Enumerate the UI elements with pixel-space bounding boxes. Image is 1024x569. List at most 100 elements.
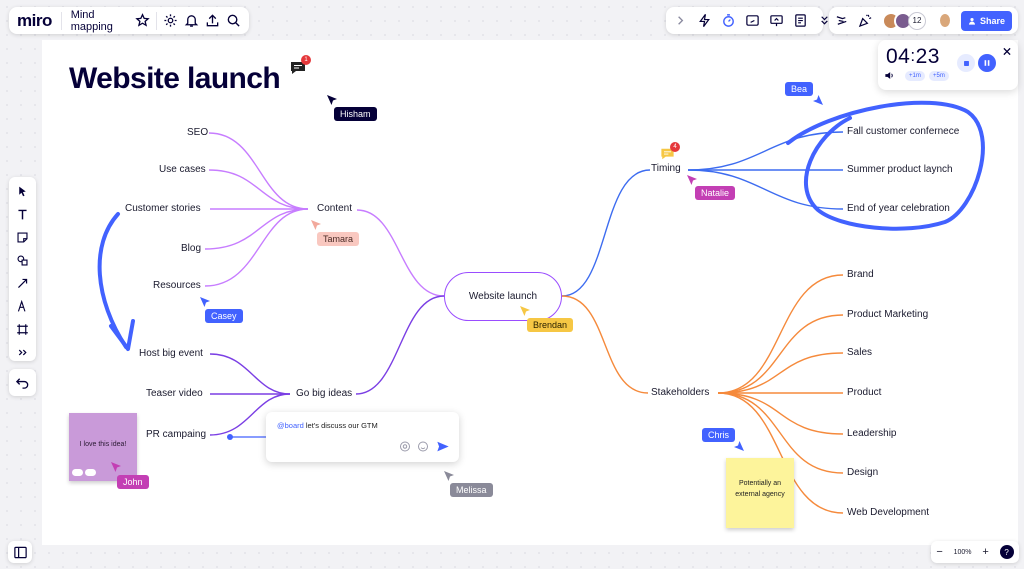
video-icon[interactable] (745, 13, 760, 29)
emoji-icon[interactable] (417, 440, 429, 452)
add-five-minutes-button[interactable]: +5m (929, 71, 949, 81)
add-one-minute-button[interactable]: +1m (905, 71, 925, 81)
reaction-icon[interactable] (85, 469, 96, 476)
sticky-note-text: Potentially an external agency (735, 480, 785, 498)
collaborator-avatars[interactable]: 12 (882, 11, 926, 30)
text-tool-icon[interactable] (15, 206, 31, 222)
cursor-label-john: John (117, 475, 149, 489)
select-cursor-icon[interactable] (15, 183, 31, 199)
sticky-note-yellow[interactable]: Potentially an external agency (726, 458, 794, 528)
frame-icon[interactable] (15, 321, 31, 337)
timer-icon[interactable] (721, 13, 736, 29)
collaborators-bar: 12 Share (829, 7, 1018, 34)
cursor-label-natalie: Natalie (695, 186, 736, 200)
pen-icon[interactable] (15, 298, 31, 314)
miro-logo[interactable]: miro (17, 10, 52, 30)
mindmap-node[interactable]: Leadership (847, 428, 897, 439)
volume-icon[interactable] (884, 70, 895, 81)
drawn-arrow-head (109, 319, 135, 351)
chevron-right-icon[interactable] (673, 13, 688, 29)
mindmap-node[interactable]: Product Marketing (847, 309, 929, 320)
pause-timer-button[interactable] (978, 54, 996, 72)
cursor-label-casey: Casey (205, 309, 243, 323)
shapes-icon[interactable] (15, 252, 31, 268)
collaborator-count-badge[interactable]: 12 (908, 11, 926, 30)
zoom-level[interactable]: 100% (953, 548, 972, 556)
mindmap-node[interactable]: Use cases (159, 164, 206, 175)
comment-icon (661, 148, 674, 160)
branch-node-timing[interactable]: Timing (651, 163, 681, 174)
branch-node-stakeholders[interactable]: Stakeholders (651, 387, 710, 398)
comment-badge-timing[interactable]: 4 (660, 142, 680, 166)
sticky-note-text: I love this idea! (79, 441, 127, 448)
center-node-label: Website launch (468, 291, 538, 302)
current-user-avatar[interactable] (938, 12, 952, 29)
page-title[interactable]: Website launch (69, 62, 281, 95)
mindmap-node[interactable]: Customer stories (125, 203, 201, 214)
star-icon[interactable] (135, 13, 150, 29)
mindmap-node[interactable]: Web Development (847, 507, 930, 518)
zoom-in-button[interactable]: + (982, 546, 989, 558)
cursor-arrow-icon (734, 441, 744, 451)
ideas-branch-lines (209, 295, 445, 436)
sticky-note-purple[interactable]: I love this idea! (69, 413, 137, 481)
mindmap-node[interactable]: Summer product laynch (847, 164, 953, 175)
stop-icon (963, 60, 969, 66)
pause-icon (984, 60, 990, 66)
mindmap-node[interactable]: Teaser video (146, 388, 203, 399)
timer-display: 04:23 (886, 45, 940, 69)
sticky-note-icon[interactable] (15, 229, 31, 245)
undo-button[interactable] (9, 369, 36, 396)
mindmap-node[interactable]: Fall customer confernece (847, 126, 960, 137)
mindmap-node[interactable]: PR campaing (146, 429, 207, 440)
collaboration-toolbar (666, 7, 828, 34)
drawn-circle-annotation (786, 100, 985, 231)
celebrate-icon[interactable] (858, 13, 873, 29)
upload-icon[interactable] (205, 13, 220, 29)
zoom-out-button[interactable]: − (936, 546, 943, 558)
mindmap-node[interactable]: Sales (847, 347, 873, 358)
branch-node-content[interactable]: Content (317, 203, 353, 214)
gear-icon[interactable] (163, 13, 178, 29)
reactions-icon[interactable] (835, 13, 850, 29)
mindmap-node[interactable]: Product (847, 387, 882, 398)
chevron-double-down-icon[interactable] (817, 13, 832, 29)
mindmap-node[interactable]: SEO (187, 127, 209, 138)
mindmap-center-node[interactable]: Website launch (444, 272, 562, 321)
board-name[interactable]: Mind mapping (70, 8, 113, 33)
comment-badge-title[interactable]: 1 (290, 55, 311, 81)
presentation-icon[interactable] (769, 13, 784, 29)
stop-timer-button[interactable] (957, 54, 975, 72)
lightning-icon[interactable] (697, 13, 712, 29)
zoom-controls: − 100% + ? (931, 541, 1019, 563)
connector-arrow-icon[interactable] (15, 275, 31, 291)
mindmap-node[interactable]: Design (847, 467, 879, 478)
comment-mention[interactable]: @board (277, 421, 304, 430)
help-icon[interactable]: ? (999, 545, 1014, 559)
mindmap-node[interactable]: Brand (847, 269, 874, 280)
timing-branch-lines (561, 131, 844, 297)
search-icon[interactable] (226, 13, 241, 29)
send-icon[interactable] (436, 439, 450, 453)
sidebar-toggle-button[interactable] (8, 541, 32, 563)
timer-widget: 04:23 +1m +5m (878, 40, 1018, 90)
mindmap-node[interactable]: Host big event (139, 348, 203, 359)
more-tools-icon[interactable] (15, 344, 31, 360)
comment-thread[interactable]: @board let's discuss our GTM (266, 412, 459, 462)
branch-node-go-big-ideas[interactable]: Go big ideas (296, 388, 353, 399)
share-button[interactable]: Share (960, 10, 1012, 31)
mindmap-node[interactable]: Resources (153, 280, 201, 291)
mindmap-node[interactable]: Blog (181, 243, 202, 254)
timer-seconds: 23 (915, 45, 940, 68)
cursor-arrow-icon (111, 462, 121, 472)
reaction-icon[interactable] (72, 469, 83, 476)
cursor-label-brendan: Brendan (527, 318, 574, 332)
cursor-label-chris: Chris (702, 428, 736, 442)
notes-icon[interactable] (793, 13, 808, 29)
cursor-arrow-icon (520, 306, 530, 316)
mindmap-node[interactable]: End of year celebration (847, 203, 950, 214)
bell-icon[interactable] (184, 13, 199, 29)
mention-icon[interactable] (399, 440, 411, 452)
close-icon[interactable] (1002, 46, 1012, 56)
